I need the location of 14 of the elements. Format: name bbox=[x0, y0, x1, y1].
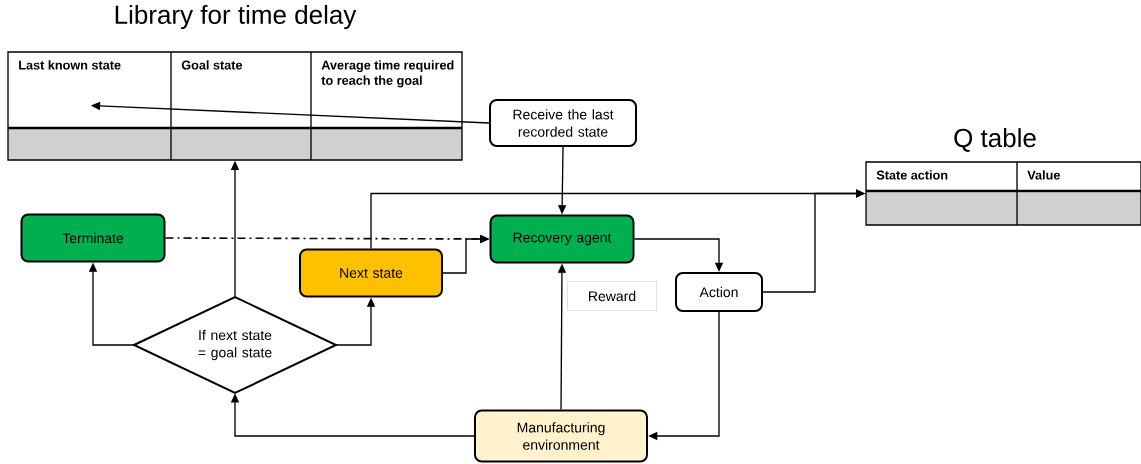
header-cell: State action bbox=[876, 170, 948, 180]
header-cell: Goal state bbox=[181, 60, 243, 70]
header-cell: Last known state bbox=[19, 60, 121, 70]
process-box: Action bbox=[675, 272, 763, 312]
process-box: Next state bbox=[299, 248, 443, 298]
process-box: Recovery agent bbox=[489, 214, 635, 264]
table-title: Q table bbox=[954, 128, 1036, 152]
process-box: Terminate bbox=[20, 213, 166, 263]
table-title: Library for time delay bbox=[115, 4, 357, 30]
header-cell: Value bbox=[1027, 170, 1060, 180]
process-box: Receive the last recorded state bbox=[489, 99, 637, 147]
text-box: Reward bbox=[567, 281, 657, 311]
process-box: Manufacturing environment bbox=[474, 409, 648, 463]
header-cell: Average time required to reach the goal bbox=[321, 60, 454, 88]
